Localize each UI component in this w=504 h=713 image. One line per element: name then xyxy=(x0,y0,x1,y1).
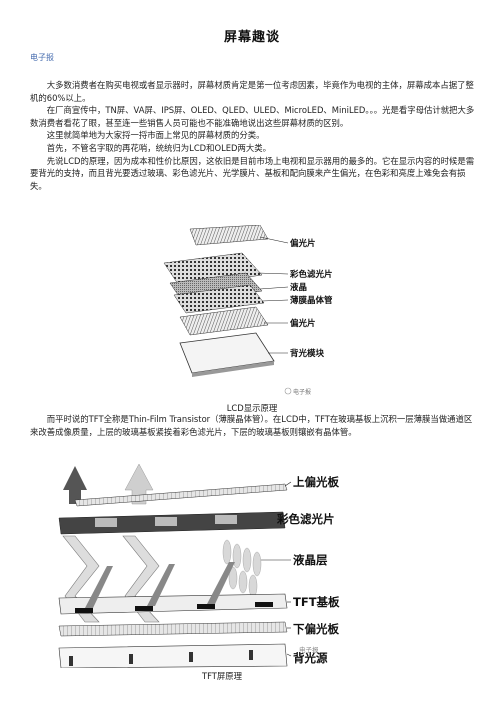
figure1-caption: LCD显示原理 xyxy=(226,403,278,413)
fig2-label-4: 下偏光板 xyxy=(293,622,339,636)
fig2-label-3: TFT基板 xyxy=(293,595,340,609)
paragraph: 在厂商宣传中，TN屏、VA屏、IPS屏、OLED、QLED、ULED、Micro… xyxy=(30,105,475,128)
layer-polarizer-bottom xyxy=(179,306,269,336)
paragraph: 大多数消费者在购买电视或者显示器时，屏幕材质肯定是第一位考虑因素，毕竟作为电视的… xyxy=(30,80,474,103)
paragraph: 而平时说的TFT全称是Thin-Film Transistor（薄膜晶体管）。在… xyxy=(30,414,473,437)
fig2-label-2: 液晶层 xyxy=(293,553,328,567)
fig2-label-0: 上偏光板 xyxy=(293,475,339,489)
layer-lower-polarizer xyxy=(58,621,288,637)
layer-upper-polarizer xyxy=(74,483,288,507)
layer-tft xyxy=(173,284,265,314)
page-title: 屏幕趣谈 xyxy=(223,30,280,45)
layer-polarizer-top xyxy=(189,225,269,246)
watermark-icon xyxy=(284,387,292,395)
fig1-label-5: 背光模块 xyxy=(290,348,325,359)
fig2-label-1: 彩色滤光片 xyxy=(276,512,335,526)
paragraph: 这里就简单地为大家捋一捋市面上常见的屏幕材质的分类。 xyxy=(46,130,265,141)
fig1-label-1: 彩色滤光片 xyxy=(289,269,333,280)
fig1-label-3: 薄膜晶体管 xyxy=(290,295,333,306)
paragraph: 先说LCD的原理，因为成本和性价比原因，这依旧是目前市场上电视和显示器用的最多的… xyxy=(30,155,475,191)
lcd-layers-figure: 偏光片 彩色滤光片 液晶 薄膜晶体管 偏光片 背光模块 电子报 xyxy=(163,225,333,396)
layer-backlight xyxy=(58,643,288,668)
fig1-label-2: 液晶 xyxy=(290,282,307,293)
liquid-crystal-molecules xyxy=(222,539,262,598)
fig2-watermark: 电子报 xyxy=(299,645,319,654)
layer-tft-substrate xyxy=(58,593,288,615)
fig1-label-4: 偏光片 xyxy=(290,318,316,329)
fig1-label-0: 偏光片 xyxy=(290,238,316,249)
source-label[interactable]: 电子报 xyxy=(30,53,54,62)
article-body-2: 而平时说的TFT全称是Thin-Film Transistor（薄膜晶体管）。在… xyxy=(30,413,478,438)
tft-layers-figure: 上偏光板 彩色滤光片 液晶层 TFT基板 下偏光板 背光源 电子报 xyxy=(58,463,340,668)
article-body: 大多数消费者在购买电视或者显示器时，屏幕材质肯定是第一位考虑因素，毕竟作为电视的… xyxy=(30,79,478,192)
light-arrow-left xyxy=(63,466,87,504)
paragraph: 首先，不管名字取的再花哨，统统归为LCD和OLED两大类。 xyxy=(46,142,272,153)
fig1-watermark: 电子报 xyxy=(293,388,311,396)
fig2-label-5: 背光源 xyxy=(293,651,328,665)
figure2-caption: TFT屏原理 xyxy=(201,671,243,681)
